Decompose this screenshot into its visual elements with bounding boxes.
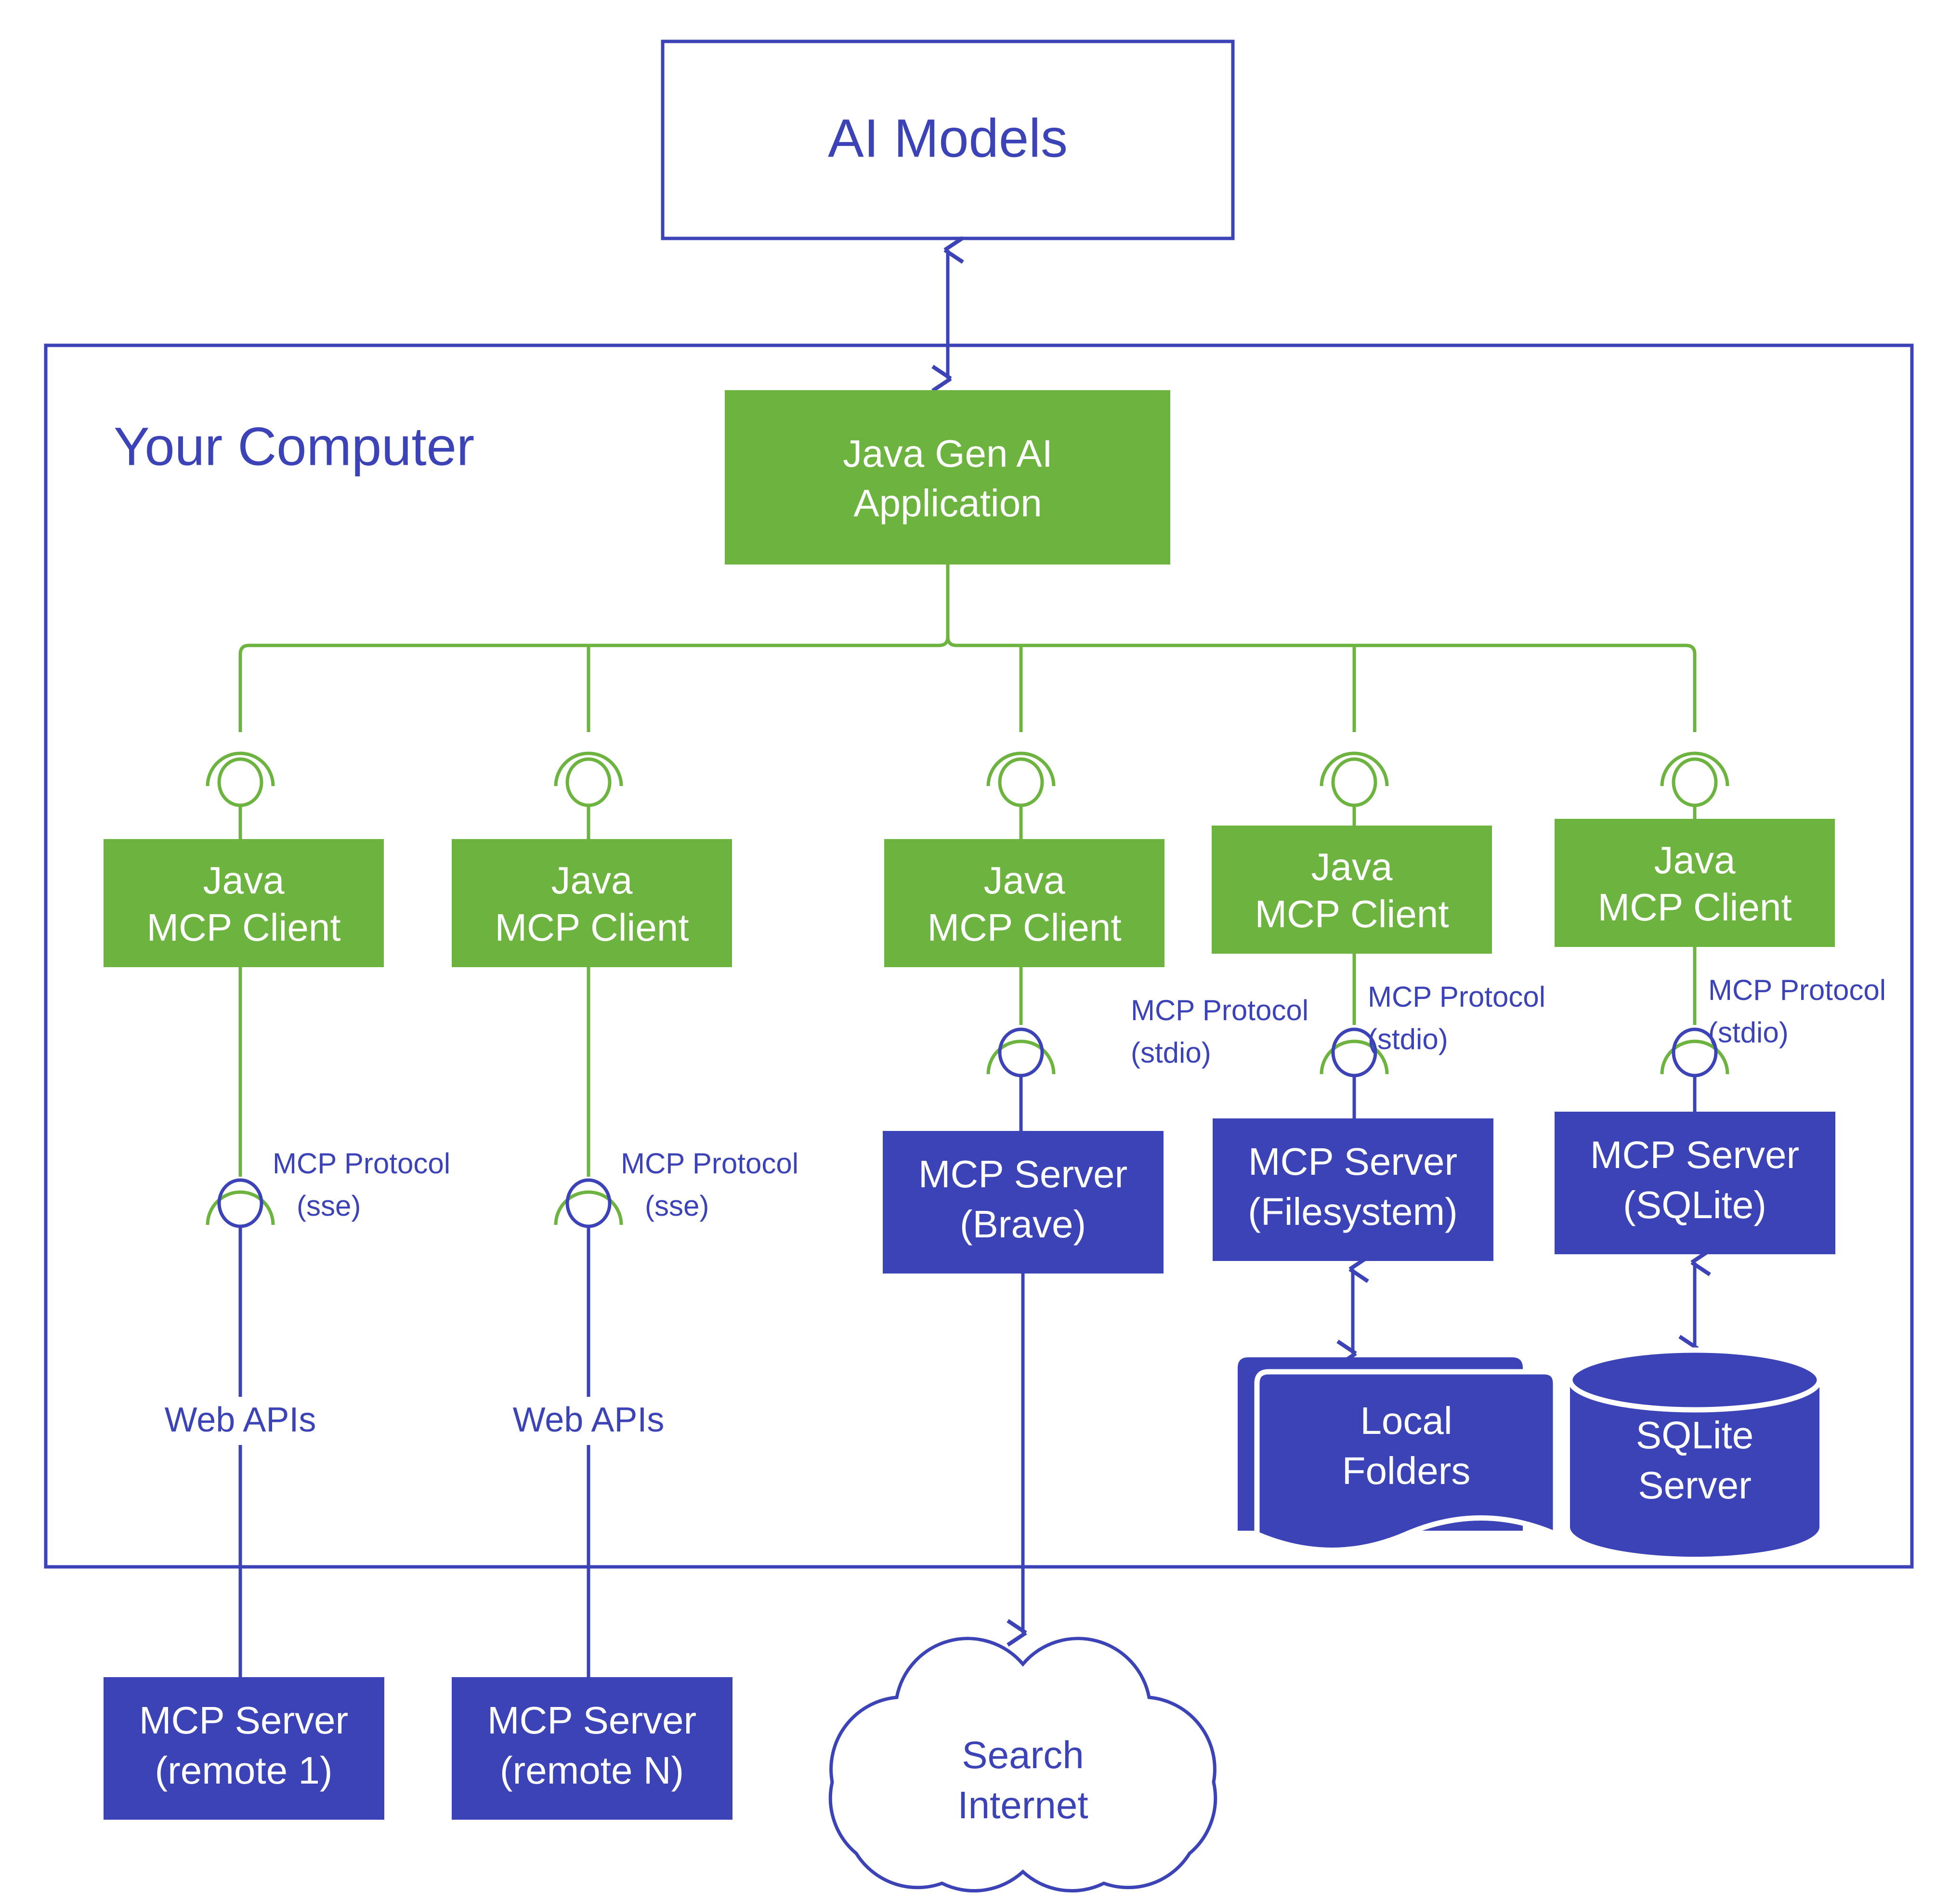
search-internet-cloud[interactable]: Search Internet (828, 1637, 1217, 1893)
protocol-stdio-2-line1: MCP Protocol (1368, 981, 1545, 1013)
cloud-label-line2: Internet (957, 1784, 1088, 1826)
protocol-connector-stdio-1 (986, 1027, 1056, 1132)
socket-connector-icon (206, 751, 275, 839)
protocol-connector-stdio-2 (1320, 1027, 1389, 1120)
server-sqlite-line2: (SQLite) (1623, 1183, 1766, 1226)
server-filesystem-line1: MCP Server (1248, 1140, 1457, 1183)
java-mcp-client-1[interactable]: Java MCP Client (104, 839, 384, 967)
client-3-label-line1: Java (984, 859, 1065, 902)
socket-connector-icon (554, 751, 623, 839)
server-remote-1-line2: (remote 1) (155, 1749, 333, 1792)
web-apis-label-2: Web APIs (513, 1401, 665, 1439)
cylinder-body-icon (1570, 1380, 1819, 1557)
mcp-server-sqlite[interactable]: MCP Server (SQLite) (1555, 1112, 1835, 1254)
client-4-label-line2: MCP Client (1255, 893, 1449, 935)
ai-models-label: AI Models (828, 108, 1068, 169)
client-5-label-line1: Java (1654, 839, 1736, 881)
server-sqlite-line1: MCP Server (1590, 1133, 1799, 1176)
web-apis-label-1: Web APIs (165, 1401, 316, 1439)
socket-connector-icon (986, 751, 1056, 839)
socket-arc-icon (206, 1190, 275, 1225)
socket-arc-icon (1320, 1039, 1389, 1075)
protocol-sse-1-line2: (sse) (297, 1190, 361, 1222)
mcp-server-brave[interactable]: MCP Server (Brave) (883, 1131, 1164, 1274)
java-genai-application-node[interactable]: Java Gen AI Application (725, 390, 1170, 565)
java-mcp-client-5[interactable]: Java MCP Client (1555, 819, 1835, 947)
java-genai-application-box (725, 390, 1170, 565)
socket-arc-icon (986, 1039, 1056, 1075)
green-bus-connector (238, 565, 1697, 732)
protocol-sse-2-line2: (sse) (645, 1190, 709, 1222)
local-folders-line1: Local (1360, 1399, 1452, 1442)
protocol-stdio-1-line1: MCP Protocol (1131, 994, 1308, 1026)
socket-connector-icon (1660, 751, 1729, 819)
socket-arc-icon (1660, 1039, 1729, 1075)
server-brave-line1: MCP Server (918, 1153, 1127, 1195)
server-brave-line2: (Brave) (960, 1203, 1086, 1246)
socket-arc-icon (554, 1190, 623, 1225)
mcp-server-remote-n[interactable]: MCP Server (remote N) (452, 1677, 733, 1820)
client-2-label-line1: Java (551, 859, 633, 902)
client-5-label-line2: MCP Client (1597, 886, 1792, 929)
protocol-connector-sse-1 (206, 1178, 275, 1397)
mcp-server-remote-1[interactable]: MCP Server (remote 1) (104, 1677, 384, 1820)
client-4-label-line1: Java (1311, 845, 1393, 888)
java-mcp-client-box (452, 839, 732, 967)
protocol-sse-2-line1: MCP Protocol (621, 1147, 798, 1180)
cloud-label-line1: Search (962, 1733, 1084, 1776)
server-remote-n-line1: MCP Server (487, 1699, 696, 1742)
application-label-line1: Java Gen AI (843, 432, 1053, 475)
mcp-server-box (1213, 1118, 1493, 1261)
server-remote-n-line2: (remote N) (500, 1749, 684, 1792)
mcp-server-box (1555, 1112, 1835, 1254)
protocol-connector-stdio-3 (1660, 1027, 1729, 1113)
server-filesystem-line2: (Filesystem) (1248, 1190, 1458, 1233)
mcp-server-box (883, 1131, 1164, 1274)
folder-front-icon (1254, 1369, 1558, 1553)
protocol-connector-sse-2 (554, 1178, 623, 1397)
client-1-label-line2: MCP Client (146, 906, 340, 949)
local-folders-line2: Folders (1342, 1449, 1471, 1492)
mcp-server-box (452, 1677, 733, 1820)
client-2-label-line2: MCP Client (495, 906, 689, 949)
cloud-icon (828, 1637, 1217, 1893)
java-mcp-client-box (884, 839, 1164, 967)
ai-models-box (661, 39, 1235, 240)
ai-models-node[interactable]: AI Models (661, 39, 1235, 240)
java-mcp-client-3[interactable]: Java MCP Client (884, 839, 1164, 967)
sqlite-server-line1: SQLite (1636, 1414, 1754, 1457)
java-mcp-client-4[interactable]: Java MCP Client (1212, 826, 1492, 954)
protocol-stdio-1-line2: (stdio) (1131, 1037, 1211, 1069)
protocol-sse-1-line1: MCP Protocol (273, 1147, 450, 1180)
application-label-line2: Application (853, 482, 1042, 525)
client-1-label-line1: Java (203, 859, 285, 902)
local-folders-node[interactable]: Local Folders (1238, 1357, 1558, 1553)
java-mcp-client-2[interactable]: Java MCP Client (452, 839, 732, 967)
socket-connectors-top (206, 751, 1729, 839)
sqlite-server-node[interactable]: SQLite Server (1567, 1347, 1822, 1557)
java-mcp-client-box (1555, 819, 1835, 947)
socket-connector-icon (1320, 751, 1389, 826)
cylinder-top-icon (1567, 1347, 1822, 1413)
mcp-server-filesystem[interactable]: MCP Server (Filesystem) (1213, 1118, 1493, 1261)
java-mcp-client-box (104, 839, 384, 967)
protocol-stdio-3-line2: (stdio) (1708, 1016, 1789, 1049)
client-3-label-line2: MCP Client (927, 906, 1121, 949)
server-remote-1-line1: MCP Server (139, 1699, 348, 1742)
your-computer-label: Your Computer (114, 417, 474, 477)
sqlite-server-line2: Server (1638, 1464, 1752, 1507)
mcp-server-box (104, 1677, 384, 1820)
client-downlinks (238, 947, 1697, 1177)
protocol-stdio-3-line1: MCP Protocol (1708, 974, 1886, 1006)
java-mcp-client-box (1212, 826, 1492, 954)
protocol-stdio-2-line2: (stdio) (1368, 1023, 1448, 1055)
